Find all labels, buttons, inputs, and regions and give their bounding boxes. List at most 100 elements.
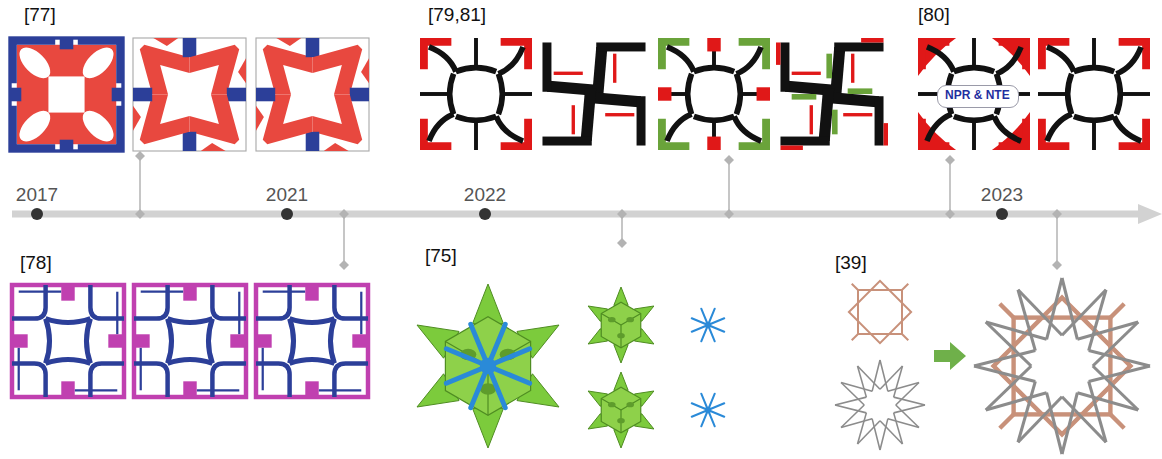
truss-strut [1062,393,1077,454]
lattice-3d [588,287,654,363]
unit-cell [10,38,123,151]
cell-material [503,92,532,96]
reference-label: [78] [20,252,52,274]
marker-diamond [724,155,734,165]
cell-material [992,38,1030,76]
cell-material [581,88,597,141]
cell-material [780,42,789,91]
lattice-edge [621,399,641,410]
cell-material [542,42,551,91]
truss-lattice [849,281,911,343]
cell-material [954,116,994,120]
cell-material [613,54,616,83]
lattice-3d [588,372,654,448]
marker-stem [139,156,141,214]
reference-label: [80] [918,4,950,26]
cell-material [183,132,197,151]
cell-material [658,87,671,100]
cell-material [994,116,1021,141]
cell-material [757,87,770,100]
cell-material [734,116,761,141]
lattice-hole [617,418,625,423]
cell-material [667,114,692,141]
cell-material [324,143,349,151]
unit-cell [538,38,650,150]
cell-material [688,74,692,114]
cell-material [918,119,949,150]
cell-material [588,92,641,108]
cell-material [78,106,123,151]
truss-lattice [974,278,1150,454]
cell-material [256,363,290,397]
cell-frame [918,38,1030,150]
truss-lattice [835,360,925,450]
cell-material [305,381,318,397]
cell-material [420,38,451,69]
cell-material [972,121,976,150]
year-label: 2022 [464,184,506,206]
cell-material [996,47,1021,74]
cell-material [212,363,246,397]
lattice-3d [692,309,725,342]
cell-material [86,319,90,364]
cell-frame [1038,38,1150,150]
marker-diamond [339,209,349,219]
lattice-edge [601,314,621,325]
cell-material [230,334,246,347]
cell-material [263,95,313,145]
cell-material [12,334,28,347]
truss-strut [1093,366,1138,410]
cell-frame [776,38,888,150]
cell-material [256,106,264,131]
cell-material [183,38,197,57]
unit-cell [420,38,532,150]
marker-stem [949,160,951,214]
unit-cell [776,38,888,150]
truss-strut [1089,351,1150,366]
cell-material [1121,92,1150,96]
cell-material [972,38,976,67]
truss-strut [880,360,888,391]
reference-label: [39] [835,252,867,274]
cell-material [658,38,689,69]
cell-material [238,292,240,335]
truss-strut [994,298,1131,435]
cell-material [1074,68,1114,72]
truss-strut [894,413,903,444]
cell-material [313,95,363,145]
truss-strut [1000,414,1014,428]
cell-material [313,45,363,95]
cell-material [276,38,301,46]
cell-material [208,319,212,364]
cell-material [474,121,478,150]
cell-material [10,38,55,83]
cell-material [10,88,21,102]
truss-strut [894,405,925,413]
cell-material [305,285,318,301]
truss-strut [894,397,925,405]
truss-strut [858,421,881,444]
cell-material [1038,92,1067,96]
truss-strut [1018,290,1035,351]
cell-material [134,363,168,397]
cell-material [999,38,1030,69]
cell-material [168,319,172,364]
truss-strut [835,397,866,405]
cell-material [739,38,770,69]
cell-material [707,137,720,150]
year-dot [31,208,43,220]
cell-material [190,95,240,145]
year-label: 2023 [981,184,1023,206]
cell-material [999,119,1030,150]
cell-frame [12,285,124,397]
truss-strut [1047,278,1062,339]
cell-material [212,285,246,319]
cell-material [197,389,240,391]
cell-material [884,123,888,145]
cell-material [12,285,46,319]
cell-material [78,38,123,83]
truss-strut [974,366,1035,381]
cell-material [456,116,496,120]
cell-material [168,319,213,323]
